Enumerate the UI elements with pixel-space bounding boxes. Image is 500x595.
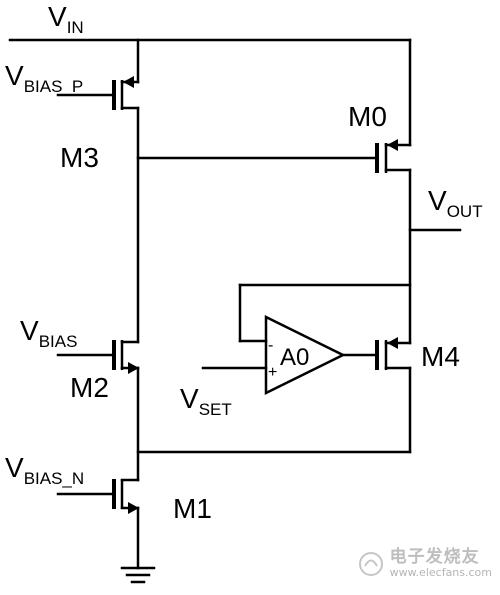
m2-label: M2 <box>70 372 109 403</box>
m1-label: M1 <box>173 493 212 524</box>
vbias-label-sub: BIAS <box>39 332 78 351</box>
watermark-logo-icon <box>358 551 383 576</box>
vbias-label: VBIAS <box>20 315 77 351</box>
vin-label-main: V <box>48 1 67 32</box>
vout-label: VOUT <box>428 185 483 221</box>
svg-text:VSET: VSET <box>180 383 232 419</box>
vbias-n-label-sub: BIAS_N <box>24 469 84 488</box>
svg-text:VIN: VIN <box>48 1 84 37</box>
vbias-n-label-main: V <box>5 452 24 483</box>
watermark-url: www.elecfans.com <box>389 566 492 580</box>
vout-label-main: V <box>428 185 447 216</box>
opamp-minus-sign: - <box>268 337 273 354</box>
transistor-m2 <box>112 340 140 374</box>
wires <box>8 38 462 570</box>
vset-label-sub: SET <box>199 400 232 419</box>
vin-label: VIN <box>48 1 84 37</box>
vset-label-main: V <box>180 383 199 414</box>
vbias-p-label-main: V <box>5 60 24 91</box>
transistor-m1 <box>112 478 140 514</box>
watermark-title: 电子发烧友 <box>389 546 480 567</box>
vbias-p-label-sub: BIAS_P <box>24 77 84 96</box>
ground-icon <box>120 566 156 584</box>
opamp-plus-sign: + <box>268 364 277 381</box>
svg-text:VOUT: VOUT <box>428 185 483 221</box>
transistor-m4 <box>375 337 412 370</box>
transistor-m3 <box>112 76 140 110</box>
m0-label: M0 <box>348 101 387 132</box>
vout-label-sub: OUT <box>447 202 483 221</box>
svg-text:VBIAS_N: VBIAS_N <box>5 452 84 488</box>
m4-label: M4 <box>421 341 460 372</box>
vbias-p-label: VBIAS_P <box>5 60 83 96</box>
vset-label: VSET <box>180 383 232 419</box>
transistor-m0 <box>375 139 412 173</box>
svg-text:VBIAS_P: VBIAS_P <box>5 60 83 96</box>
vbias-n-label: VBIAS_N <box>5 452 84 488</box>
svg-text:VBIAS: VBIAS <box>20 315 77 351</box>
m3-label: M3 <box>60 142 99 173</box>
opamp-a0: - + A0 <box>264 314 346 396</box>
vin-label-sub: IN <box>67 18 84 37</box>
watermark: 电子发烧友 www.elecfans.com <box>358 546 492 580</box>
vbias-label-main: V <box>20 315 39 346</box>
opamp-label: A0 <box>280 344 309 371</box>
opamp-triangle <box>264 314 346 396</box>
